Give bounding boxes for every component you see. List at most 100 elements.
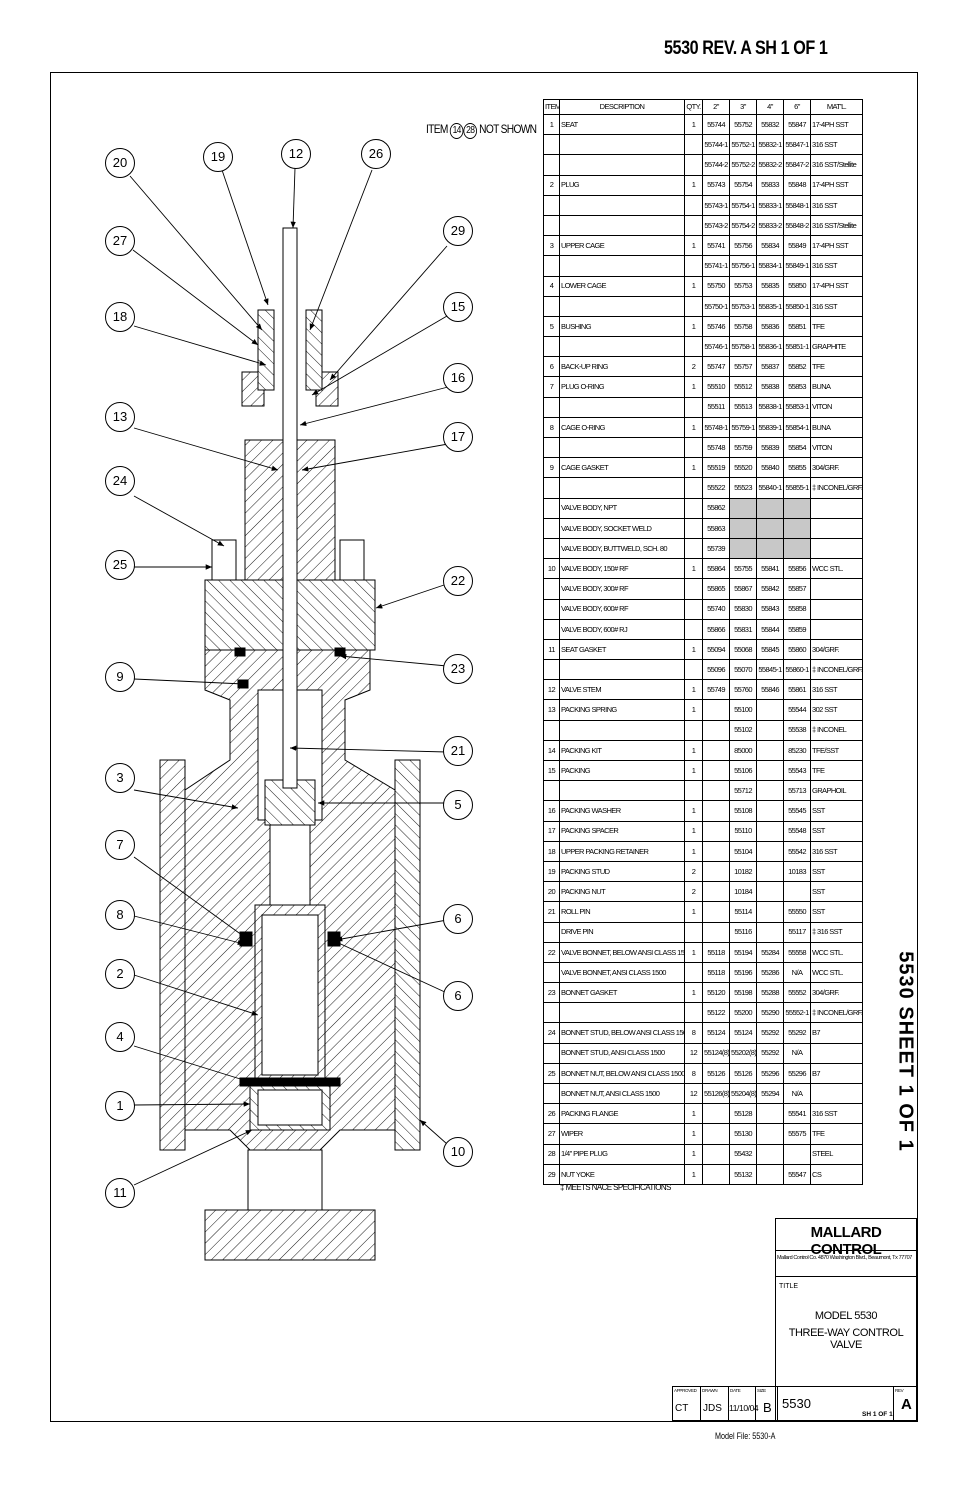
bom-cell: 55284: [756, 941, 784, 963]
item-balloon: 13: [105, 402, 135, 432]
bom-cell: PACKING STUD: [559, 860, 685, 883]
bom-cell: 55739: [702, 537, 730, 560]
valve-stem: [282, 227, 298, 789]
bom-cell: 316 SST/Stellite: [810, 154, 863, 176]
bom-cell: 55290: [756, 1002, 784, 1024]
bom-cell: 18: [543, 840, 560, 862]
bom-cell: 55851-1: [783, 336, 811, 358]
bom-cell: 55292: [756, 1022, 784, 1044]
bom-cell: 55847-1: [783, 134, 811, 156]
bom-cell: 55130: [729, 1123, 757, 1145]
bom-col-3in: 3": [729, 99, 757, 115]
bom-cell: 55512: [729, 376, 757, 398]
bom-cell: [543, 517, 560, 539]
bom-cell: 10184: [729, 881, 757, 903]
bom-cell: [702, 881, 730, 903]
bom-cell: 55196: [729, 961, 757, 984]
bom-cell: 55855: [783, 457, 811, 479]
bom-cell: [543, 961, 560, 984]
bom-cell: 55746: [702, 315, 730, 338]
bom-cell: 29: [543, 1163, 560, 1185]
bom-cell: TFE: [810, 315, 863, 338]
bom-cell: [559, 255, 685, 277]
drawing-number: 5530: [782, 1396, 811, 1411]
bom-cell: 55575: [783, 1123, 811, 1145]
bom-cell: 25: [543, 1062, 560, 1085]
bom-cell: 55122: [702, 1002, 730, 1024]
bom-cell: 55834-1: [756, 255, 784, 277]
bom-cell: BACK-UP RING: [559, 356, 685, 378]
bom-cell: [810, 598, 863, 620]
bom-cell: 55286: [756, 961, 784, 984]
bom-cell: [543, 396, 560, 418]
bom-cell: 55296: [756, 1062, 784, 1085]
bom-cell: PACKING SPACER: [559, 820, 685, 842]
bom-cell: 5: [543, 315, 560, 338]
item-balloon: 9: [105, 662, 135, 692]
bom-cell: 55851: [783, 315, 811, 338]
bom-cell: UPPER PACKING RETAINER: [559, 840, 685, 862]
bom-cell: 8: [684, 1022, 703, 1044]
bom-cell: 55754-2: [729, 214, 757, 237]
bom-cell: [684, 719, 703, 741]
bom-cell: 55836-1: [756, 336, 784, 358]
bom-cell: 55760: [729, 679, 757, 701]
bom-cell: 55558: [783, 941, 811, 963]
bom-cell: [810, 578, 863, 600]
bom-cell: [684, 578, 703, 600]
bom-cell: 316 SST: [810, 840, 863, 862]
title-block-rule: [775, 1276, 917, 1277]
bom-cell: [543, 921, 560, 943]
bom-cell: 55510: [702, 376, 730, 398]
bom-cell: TFE: [810, 356, 863, 378]
bom-cell: 55840: [756, 457, 784, 479]
bom-cell: [702, 820, 730, 842]
bom-cell: 55850-1: [783, 295, 811, 317]
bom-cell: 20: [543, 881, 560, 903]
bom-cell: 8: [543, 416, 560, 439]
bom-cell: 55288: [756, 982, 784, 1004]
bom-cell: 55834: [756, 235, 784, 257]
bom-cell: 316 SST: [810, 295, 863, 317]
bom-cell: 55752-1: [729, 134, 757, 156]
bom-cell: [684, 780, 703, 802]
bom-cell: 55841: [756, 558, 784, 580]
bom-cell: 55754: [729, 174, 757, 196]
bom-cell: [559, 780, 685, 802]
bom-cell: SEAT GASKET: [559, 638, 685, 661]
bom-cell: 1: [684, 416, 703, 439]
bom-cell: 55759: [729, 436, 757, 459]
bom-cell: [559, 295, 685, 317]
bom-cell: 12: [543, 679, 560, 701]
bom-cell: 55713: [783, 780, 811, 802]
bom-cell: 55755: [729, 558, 757, 580]
bom-cell: 55843: [756, 598, 784, 620]
bom-cell: [543, 780, 560, 802]
bom-cell: [684, 517, 703, 539]
bom-cell: [543, 336, 560, 358]
bom-cell: 55833: [756, 174, 784, 196]
bom-cell: 55838: [756, 376, 784, 398]
bom-cell: 55294: [756, 1082, 784, 1105]
bom-cell: [559, 436, 685, 459]
bom-cell: 13: [543, 699, 560, 721]
bom-cell: 55124: [702, 1022, 730, 1044]
item-balloon: 3: [105, 763, 135, 793]
bom-cell: 55863: [702, 517, 730, 539]
